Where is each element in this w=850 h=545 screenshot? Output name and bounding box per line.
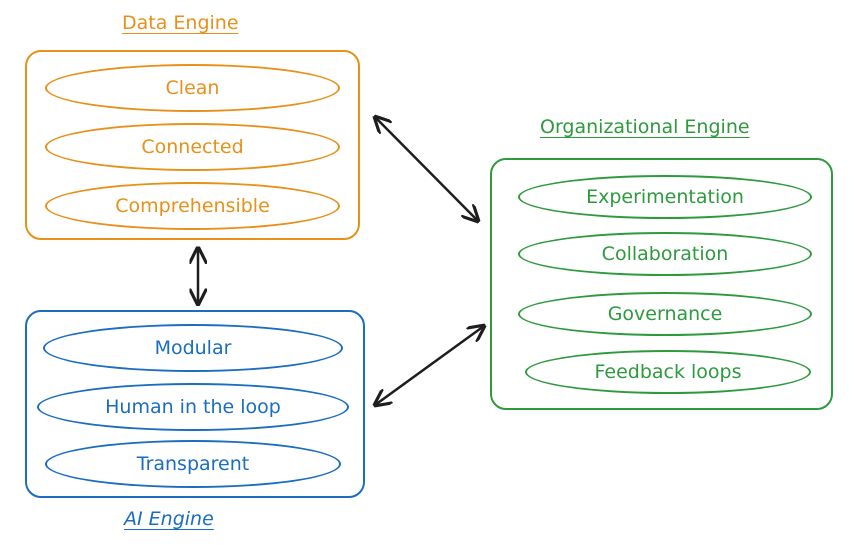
arrow-data-to-org (375, 117, 478, 221)
org-engine-item-feedback-loops: Feedback loops (525, 350, 811, 394)
ai-engine-item-transparent: Transparent (45, 440, 341, 488)
org-engine-item-collaboration: Collaboration (518, 232, 812, 276)
ai-engine-item-human-in-the-loop: Human in the loop (37, 383, 349, 431)
data-engine-box: Clean Connected Comprehensible (25, 50, 360, 240)
data-engine-item-clean: Clean (45, 64, 340, 112)
ai-engine-title: AI Engine (124, 508, 214, 530)
ai-engine-box: Modular Human in the loop Transparent (25, 310, 365, 498)
data-engine-title: Data Engine (122, 12, 239, 34)
data-engine-item-comprehensible: Comprehensible (45, 182, 340, 230)
organizational-engine-box: Experimentation Collaboration Governance… (490, 158, 833, 410)
organizational-engine-title: Organizational Engine (540, 116, 750, 138)
org-engine-item-governance: Governance (518, 292, 812, 336)
data-engine-item-connected: Connected (45, 123, 340, 171)
arrow-ai-to-org (375, 326, 484, 405)
org-engine-item-experimentation: Experimentation (518, 175, 812, 219)
ai-engine-item-modular: Modular (43, 324, 343, 372)
